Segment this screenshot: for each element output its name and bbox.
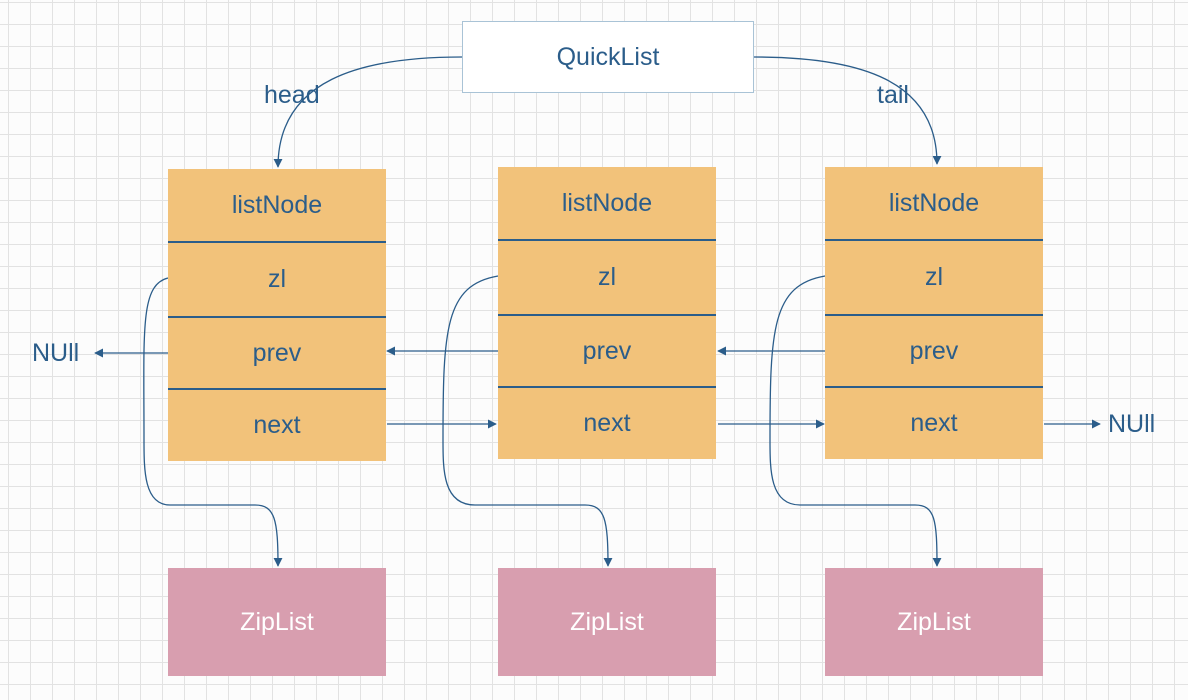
quicklist-box: QuickList xyxy=(462,21,754,93)
field-prev: prev xyxy=(582,336,632,365)
zl-arrow-3 xyxy=(769,275,942,567)
field-divider xyxy=(498,239,716,241)
node-title: listNode xyxy=(888,189,980,217)
null-right-label: NUll xyxy=(1108,410,1156,438)
field-divider xyxy=(825,386,1043,388)
node-title: listNode xyxy=(561,189,653,217)
ziplist-2: ZipList xyxy=(498,568,716,676)
ziplist-1: ZipList xyxy=(168,568,386,676)
head-arrow xyxy=(273,56,463,168)
field-next: next xyxy=(910,409,958,437)
zl-arrow-1 xyxy=(143,277,283,567)
quicklist-label: QuickList xyxy=(556,42,660,71)
ziplist-label: ZipList xyxy=(570,607,644,636)
field-divider xyxy=(168,316,386,318)
null-left-label: NUll xyxy=(32,339,80,367)
tail-arrow xyxy=(753,56,942,165)
tail-label: tail xyxy=(877,81,909,109)
field-divider xyxy=(498,386,716,388)
list-node-3: listNode zl prev next xyxy=(825,167,1043,459)
ziplist-label: ZipList xyxy=(240,607,314,636)
field-divider xyxy=(825,239,1043,241)
field-divider xyxy=(168,241,386,243)
field-zl: zl xyxy=(597,263,617,291)
ziplist-label: ZipList xyxy=(897,607,971,636)
zl-arrow-2 xyxy=(442,275,613,567)
field-next: next xyxy=(583,409,631,437)
field-zl: zl xyxy=(924,263,944,291)
field-divider xyxy=(825,314,1043,316)
list-node-2: listNode zl prev next xyxy=(498,167,716,459)
field-next: next xyxy=(253,411,301,439)
head-label: head xyxy=(264,81,320,109)
field-prev: prev xyxy=(909,336,959,365)
field-zl: zl xyxy=(267,265,287,293)
field-divider xyxy=(168,388,386,390)
node-title: listNode xyxy=(231,191,323,219)
list-node-1: listNode zl prev next xyxy=(168,169,386,461)
ziplist-3: ZipList xyxy=(825,568,1043,676)
field-prev: prev xyxy=(252,338,302,367)
field-divider xyxy=(498,314,716,316)
